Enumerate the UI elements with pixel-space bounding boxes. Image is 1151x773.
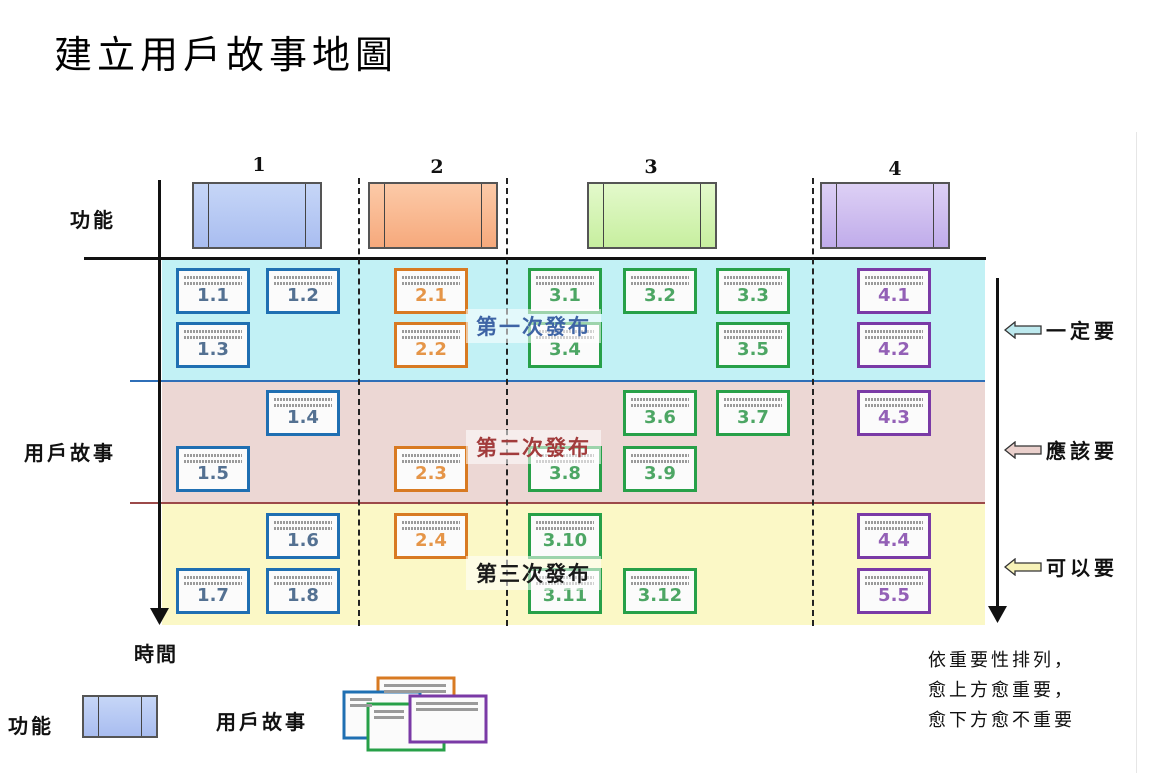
story-card-3.1: 3.1 [528,268,602,314]
story-card-3.6: 3.6 [623,390,697,436]
story-card-3.10: 3.10 [528,513,602,559]
feature-box-4 [820,182,950,249]
horizontal-axis [84,257,986,260]
story-card-1.8: 1.8 [266,568,340,614]
priority-must-label: 一定要 [1046,319,1118,343]
arrow-left-icon [1004,440,1042,459]
story-card-1.3: 1.3 [176,322,250,368]
story-card-3.9: 3.9 [623,446,697,492]
right-border [1136,132,1137,773]
legend-story-cards-icon [342,676,488,752]
release-label-1: 第一次發布 [466,309,601,343]
story-card-2.3: 2.3 [394,446,468,492]
story-card-3.12: 3.12 [623,568,697,614]
story-card-2.1: 2.1 [394,268,468,314]
priority-could: 可以要 [1004,552,1118,581]
story-card-2.4: 2.4 [394,513,468,559]
vertical-axis [158,180,161,612]
priority-could-label: 可以要 [1046,556,1118,580]
note-line-3: 愈下方愈不重要 [928,710,1075,731]
legend-story-label: 用戶故事 [216,710,308,734]
column-separator-3 [812,178,814,626]
arrow-left-icon [1004,557,1042,576]
story-card-1.6: 1.6 [266,513,340,559]
column-label-3: 3 [644,156,658,178]
story-card-4.3: 4.3 [857,390,931,436]
column-separator-2 [506,178,508,626]
priority-arrowhead [988,606,1007,623]
story-card-4.1: 4.1 [857,268,931,314]
story-card-3.3: 3.3 [716,268,790,314]
story-card-3.2: 3.2 [623,268,697,314]
priority-axis [996,278,999,610]
story-card-4.2: 4.2 [857,322,931,368]
time-arrowhead [150,608,169,625]
note-line-2: 愈上方愈重要， [928,680,1075,701]
story-card-1.5: 1.5 [176,446,250,492]
legend-feature-icon [82,695,158,738]
feature-box-1 [192,182,322,249]
feature-box-3 [587,182,717,249]
column-label-1: 1 [252,154,266,176]
legend-feature-label: 功能 [8,714,54,738]
column-separator-1 [358,178,360,626]
story-card-1.1: 1.1 [176,268,250,314]
release-label-2: 第二次發布 [466,430,601,464]
arrow-left-icon [1004,320,1042,339]
ordering-note: 依重要性排列， 愈上方愈重要， 愈下方愈不重要 [928,646,1075,736]
priority-must: 一定要 [1004,315,1118,344]
story-card-4.4: 4.4 [857,513,931,559]
story-card-2.2: 2.2 [394,322,468,368]
feature-row-label: 功能 [70,208,116,232]
story-card-5.5: 5.5 [857,568,931,614]
column-label-2: 2 [430,156,444,178]
release-label-3: 第三次發布 [466,556,601,590]
note-line-1: 依重要性排列， [928,650,1075,671]
story-card-1.2: 1.2 [266,268,340,314]
story-row-label: 用戶故事 [24,441,116,465]
story-card-3.5: 3.5 [716,322,790,368]
story-card-1.7: 1.7 [176,568,250,614]
band-divider-2 [130,502,985,504]
priority-should-label: 應該要 [1046,439,1118,463]
story-card-3.7: 3.7 [716,390,790,436]
band-divider-1 [130,380,985,382]
column-label-4: 4 [888,158,902,180]
time-label: 時間 [134,642,178,666]
story-card-1.4: 1.4 [266,390,340,436]
priority-should: 應該要 [1004,435,1118,464]
feature-box-2 [368,182,498,249]
page-title: 建立用戶故事地圖 [54,33,399,77]
